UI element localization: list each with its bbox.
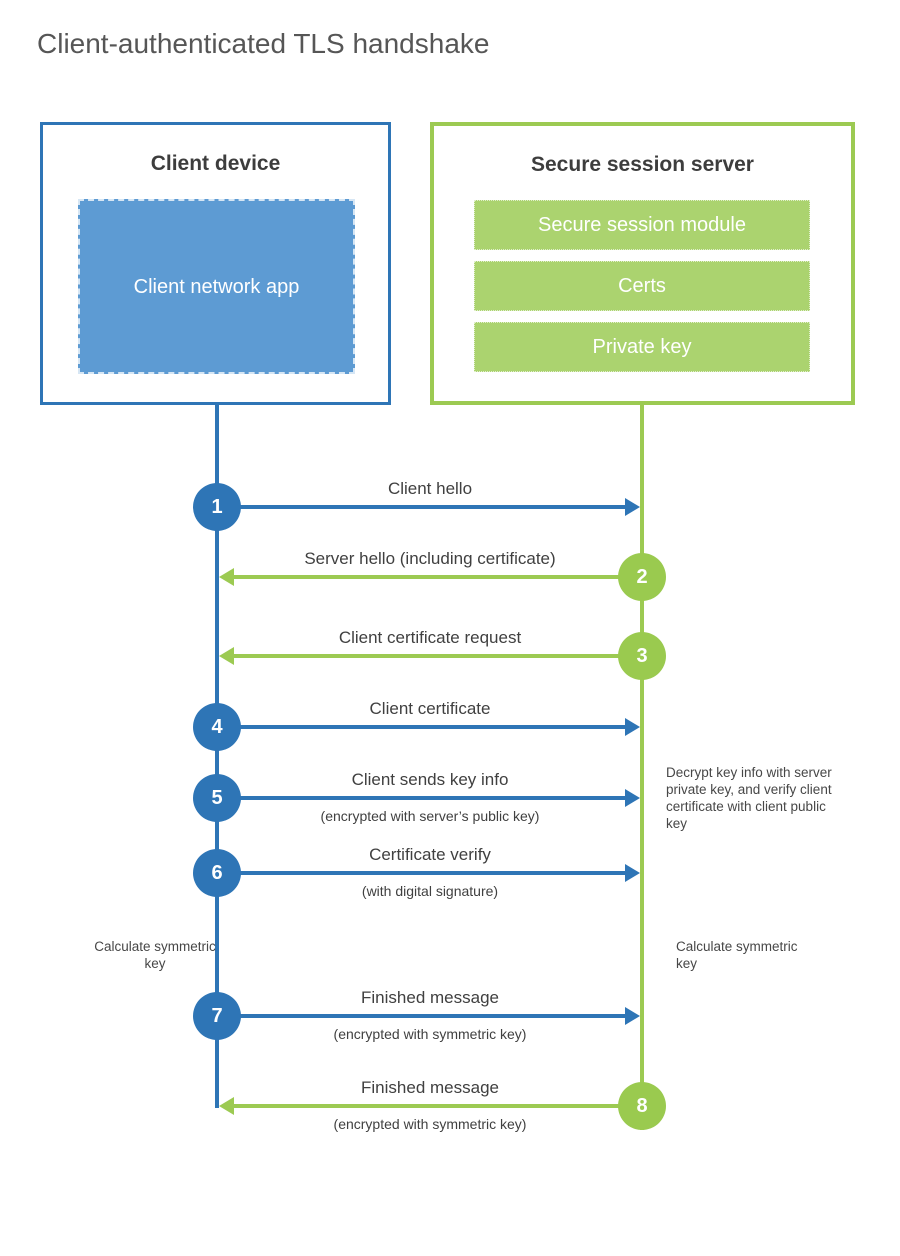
step-number: 8 [636,1094,648,1117]
client-network-app-box: Client network app [78,199,355,374]
step-circle-6: 6 [193,849,241,897]
step-number: 5 [211,786,223,809]
arrowhead-right-icon [625,1007,640,1025]
client-lifeline [215,405,219,1108]
message-label-3: Client certificate request [338,628,522,647]
message-arrow-8 [219,1097,640,1115]
step-circle-3: 3 [618,632,666,680]
step-number: 1 [211,495,223,518]
arrowhead-right-icon [625,864,640,882]
arrowhead-left-icon [219,647,234,665]
arrow-shaft [240,505,626,509]
server-lifeline [640,405,644,1130]
step-number: 7 [211,1004,223,1027]
message-arrow-6 [219,864,640,882]
arrow-shaft [240,796,626,800]
server-private-key-bar: Private key [474,322,810,372]
step-number: 6 [211,861,223,884]
message-sublabel-6: (with digital signature) [361,883,499,899]
message-arrow-5 [219,789,640,807]
message-sublabel-7: (encrypted with symmetric key) [333,1026,527,1042]
arrowhead-right-icon [625,718,640,736]
arrowhead-right-icon [625,789,640,807]
message-label-6: Certificate verify [369,845,491,864]
server-decrypt-note: Decrypt key info with server private key… [666,765,832,831]
arrow-shaft [240,1014,626,1018]
message-sublabel-5: (encrypted with server’s public key) [320,808,540,824]
client-calculate-key-note: Calculate symmetric key [94,939,216,971]
server-certs-bar: Certs [474,261,810,311]
server-title: Secure session server [531,153,754,176]
step-circle-2: 2 [618,553,666,601]
client-device-title: Client device [150,152,281,175]
message-arrow-1 [219,498,640,516]
message-sublabel-8: (encrypted with symmetric key) [333,1116,527,1132]
server-secure-session-module-bar: Secure session module [474,200,810,250]
message-label-4: Client certificate [369,699,491,718]
arrowhead-left-icon [219,568,234,586]
arrow-shaft [233,654,619,658]
message-arrow-3 [219,647,640,665]
message-label-2: Server hello (including certificate) [304,549,556,568]
arrow-shaft [240,725,626,729]
arrow-shaft [233,1104,619,1108]
step-circle-4: 4 [193,703,241,751]
step-number: 3 [636,644,648,667]
step-circle-1: 1 [193,483,241,531]
message-arrow-7 [219,1007,640,1025]
arrow-shaft [233,575,619,579]
page-title: Client-authenticated TLS handshake [37,28,490,59]
arrowhead-right-icon [625,498,640,516]
message-label-8: Finished message [361,1078,499,1097]
message-label-5: Client sends key info [351,770,509,789]
message-label-1: Client hello [387,479,473,498]
message-arrow-2 [219,568,640,586]
step-circle-5: 5 [193,774,241,822]
arrow-shaft [240,871,626,875]
step-circle-7: 7 [193,992,241,1040]
step-number: 4 [211,715,223,738]
message-arrow-4 [219,718,640,736]
message-label-7: Finished message [361,988,499,1007]
arrowhead-left-icon [219,1097,234,1115]
server-calculate-key-note: Calculate symmetric key [676,939,798,971]
client-network-app-label: Client network app [133,275,300,298]
secure-session-server-box: Secure session server Secure session mod… [430,122,855,405]
step-circle-8: 8 [618,1082,666,1130]
client-device-box: Client device Client network app [40,122,391,405]
step-number: 2 [636,565,648,588]
